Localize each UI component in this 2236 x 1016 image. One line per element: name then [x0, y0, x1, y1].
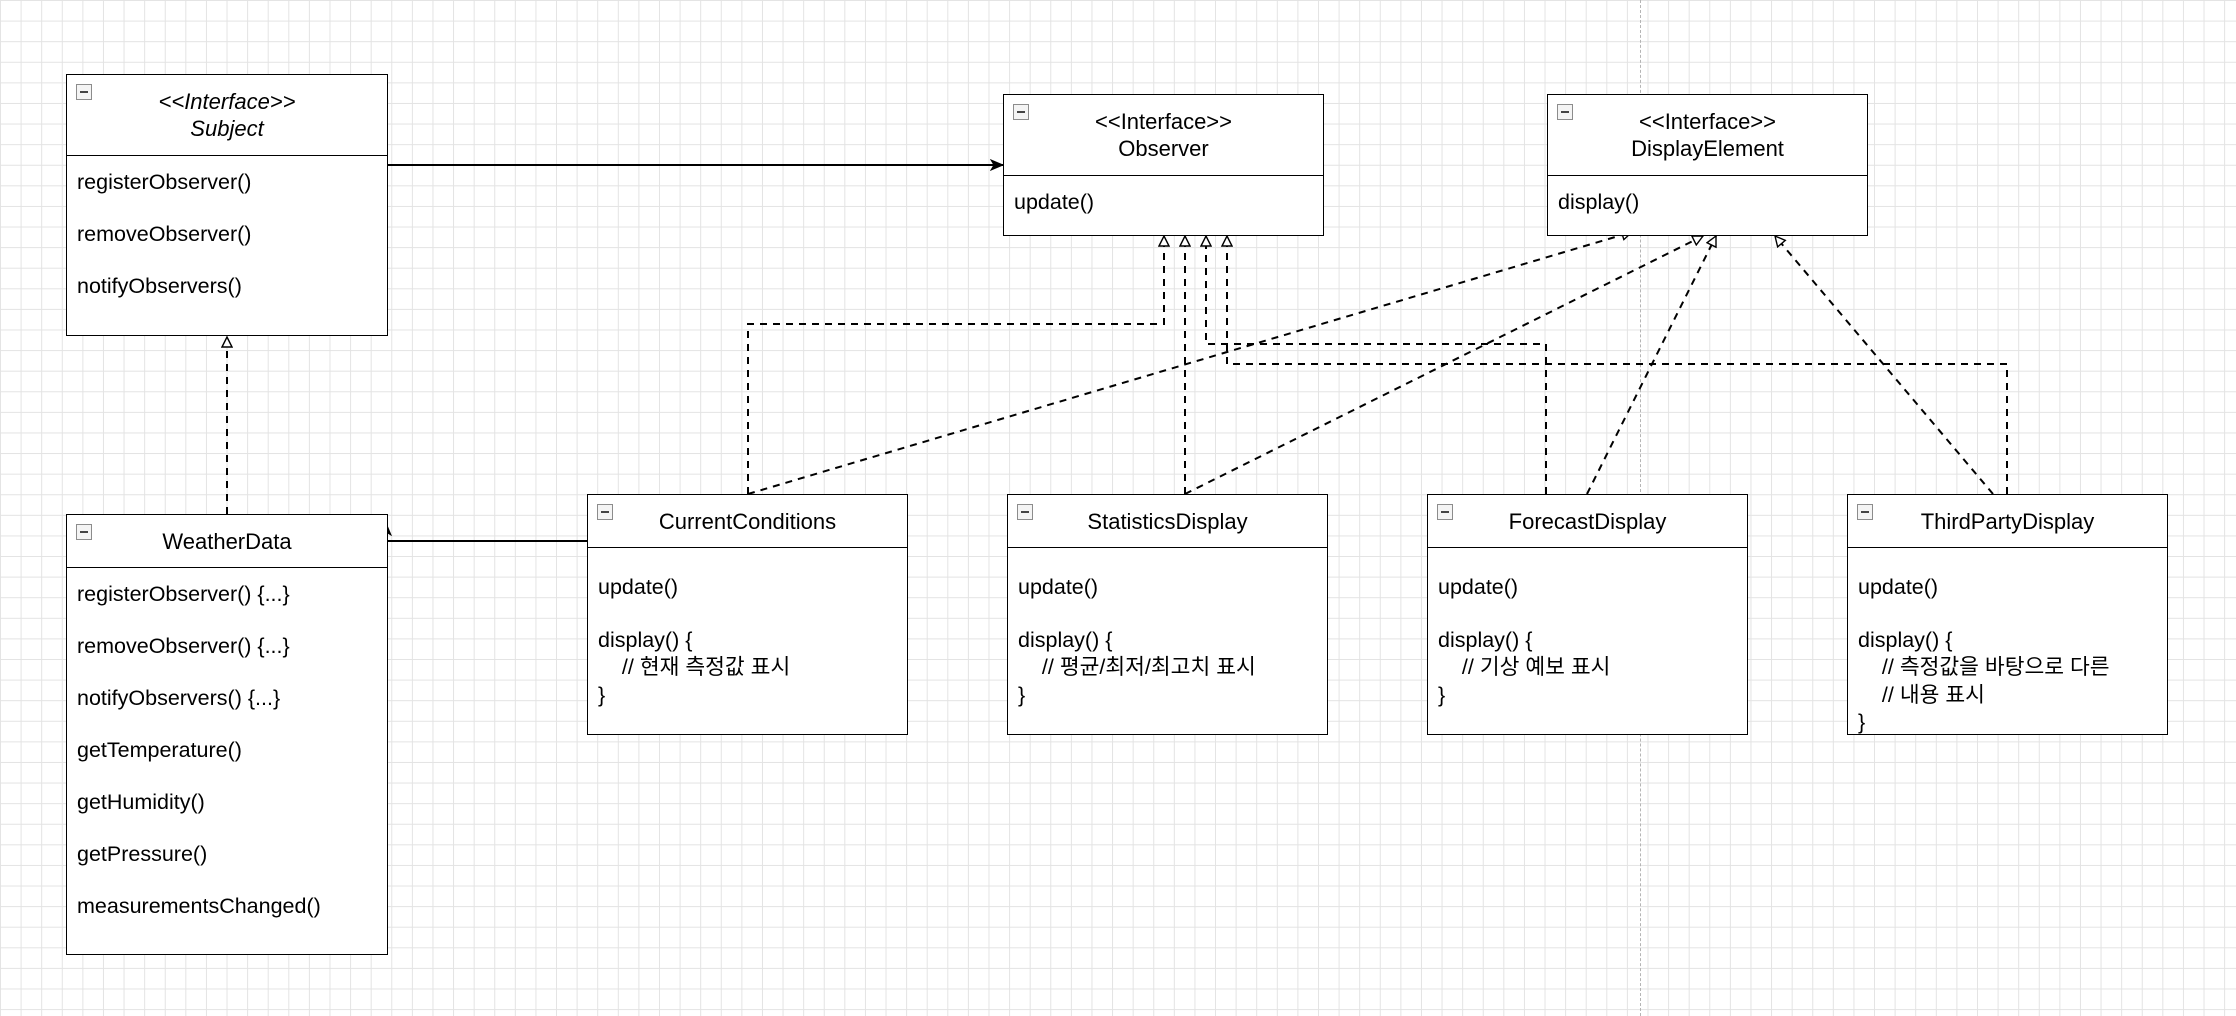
method-list: update() [1004, 189, 1323, 215]
class-header: StatisticsDisplay [1008, 495, 1327, 548]
method[interactable]: getHumidity() [77, 790, 205, 814]
code-comment: // 측정값을 바탕으로 다른 [1858, 655, 2110, 679]
method-display-open[interactable]: display() { [598, 627, 693, 652]
method[interactable]: update() [1018, 575, 1099, 599]
method[interactable]: display() [1558, 190, 1640, 214]
method[interactable]: getTemperature() [77, 738, 242, 762]
method[interactable]: getPressure() [77, 842, 208, 866]
class-header: <<Interface>> Subject [67, 75, 387, 156]
code-comment: // 내용 표시 [1858, 682, 1985, 707]
class-statistics-display[interactable]: StatisticsDisplay update() display() { /… [1007, 494, 1328, 735]
method-display-close: } [1858, 710, 1866, 734]
class-name: ForecastDisplay [1508, 508, 1667, 534]
realization-thirdpartydisplay-displayelement[interactable] [1775, 236, 1994, 495]
class-subject[interactable]: <<Interface>> Subject registerObserver()… [66, 74, 388, 336]
method[interactable]: registerObserver() {...} [77, 582, 290, 606]
code-comment: // 기상 예보 표시 [1438, 655, 1611, 679]
collapse-icon[interactable] [1557, 104, 1573, 120]
realization-statisticsdisplay-displayelement[interactable] [1184, 235, 1703, 495]
class-header: ThirdPartyDisplay [1848, 495, 2167, 548]
method[interactable]: registerObserver() [77, 170, 252, 194]
collapse-icon[interactable] [597, 504, 613, 520]
stereotype-label: <<Interface>> [1639, 109, 1776, 134]
class-weather-data[interactable]: WeatherData registerObserver() {...} rem… [66, 514, 388, 955]
class-header: ForecastDisplay [1428, 495, 1747, 548]
code-comment: // 현재 측정값 표시 [598, 655, 791, 679]
collapse-icon[interactable] [76, 84, 92, 100]
stereotype-label: <<Interface>> [158, 89, 296, 114]
method-body: update() display() { // 기상 예보 표시 } [1428, 574, 1747, 709]
method-display-close: } [1438, 682, 1446, 707]
association-currentconditions-weatherdata[interactable] [386, 523, 587, 542]
method[interactable]: update() [1014, 190, 1095, 214]
method-display-close: } [598, 682, 606, 707]
method-display-close: } [1018, 682, 1026, 707]
method[interactable]: measurementsChanged() [77, 894, 321, 918]
method-list: registerObserver() {...} removeObserver(… [67, 581, 387, 919]
class-header: WeatherData [67, 515, 387, 568]
class-name: CurrentConditions [658, 508, 837, 534]
code-comment: // 평균/최저/최고치 표시 [1018, 655, 1256, 679]
collapse-icon[interactable] [1017, 504, 1033, 520]
class-name: ThirdPartyDisplay [1920, 508, 2095, 534]
method-list: registerObserver() removeObserver() noti… [67, 169, 387, 299]
collapse-icon[interactable] [76, 524, 92, 540]
method-body: update() display() { // 측정값을 바탕으로 다른 // … [1848, 574, 2167, 737]
class-name: Observer [1118, 136, 1209, 161]
method[interactable]: notifyObservers() {...} [77, 686, 281, 710]
class-name: DisplayElement [1631, 136, 1784, 161]
realization-currentconditions-displayelement[interactable] [747, 232, 1632, 495]
stereotype-label: <<Interface>> [1095, 109, 1232, 134]
class-observer[interactable]: <<Interface>> Observer update() [1003, 94, 1324, 236]
method-list: display() [1548, 189, 1867, 215]
class-name: WeatherData [162, 528, 292, 554]
class-header: <<Interface>> DisplayElement [1548, 95, 1867, 176]
method-body: update() display() { // 현재 측정값 표시 } [588, 574, 907, 709]
method-display-open[interactable]: display() { [1438, 627, 1533, 652]
method[interactable]: removeObserver() [77, 222, 252, 246]
method[interactable]: update() [1438, 575, 1519, 599]
method[interactable]: notifyObservers() [77, 274, 242, 298]
class-current-conditions[interactable]: CurrentConditions update() display() { /… [587, 494, 908, 735]
class-third-party-display[interactable]: ThirdPartyDisplay update() display() { /… [1847, 494, 2168, 735]
realization-forecastdisplay-displayelement[interactable] [1586, 236, 1717, 495]
class-header: CurrentConditions [588, 495, 907, 548]
class-forecast-display[interactable]: ForecastDisplay update() display() { // … [1427, 494, 1748, 735]
method[interactable]: update() [598, 575, 679, 599]
collapse-icon[interactable] [1013, 104, 1029, 120]
class-header: <<Interface>> Observer [1004, 95, 1323, 176]
method[interactable]: removeObserver() {...} [77, 634, 290, 658]
method-display-open[interactable]: display() { [1018, 627, 1113, 652]
class-display-element[interactable]: <<Interface>> DisplayElement display() [1547, 94, 1868, 236]
class-name: StatisticsDisplay [1087, 508, 1248, 534]
method[interactable]: update() [1858, 575, 1939, 599]
realization-currentconditions-observer[interactable] [747, 236, 1164, 494]
collapse-icon[interactable] [1437, 504, 1453, 520]
collapse-icon[interactable] [1857, 504, 1873, 520]
class-name: Subject [190, 116, 264, 141]
realization-thirdpartydisplay-observer[interactable] [1227, 236, 2008, 494]
method-display-open[interactable]: display() { [1858, 627, 1953, 652]
method-body: update() display() { // 평균/최저/최고치 표시 } [1008, 574, 1327, 709]
